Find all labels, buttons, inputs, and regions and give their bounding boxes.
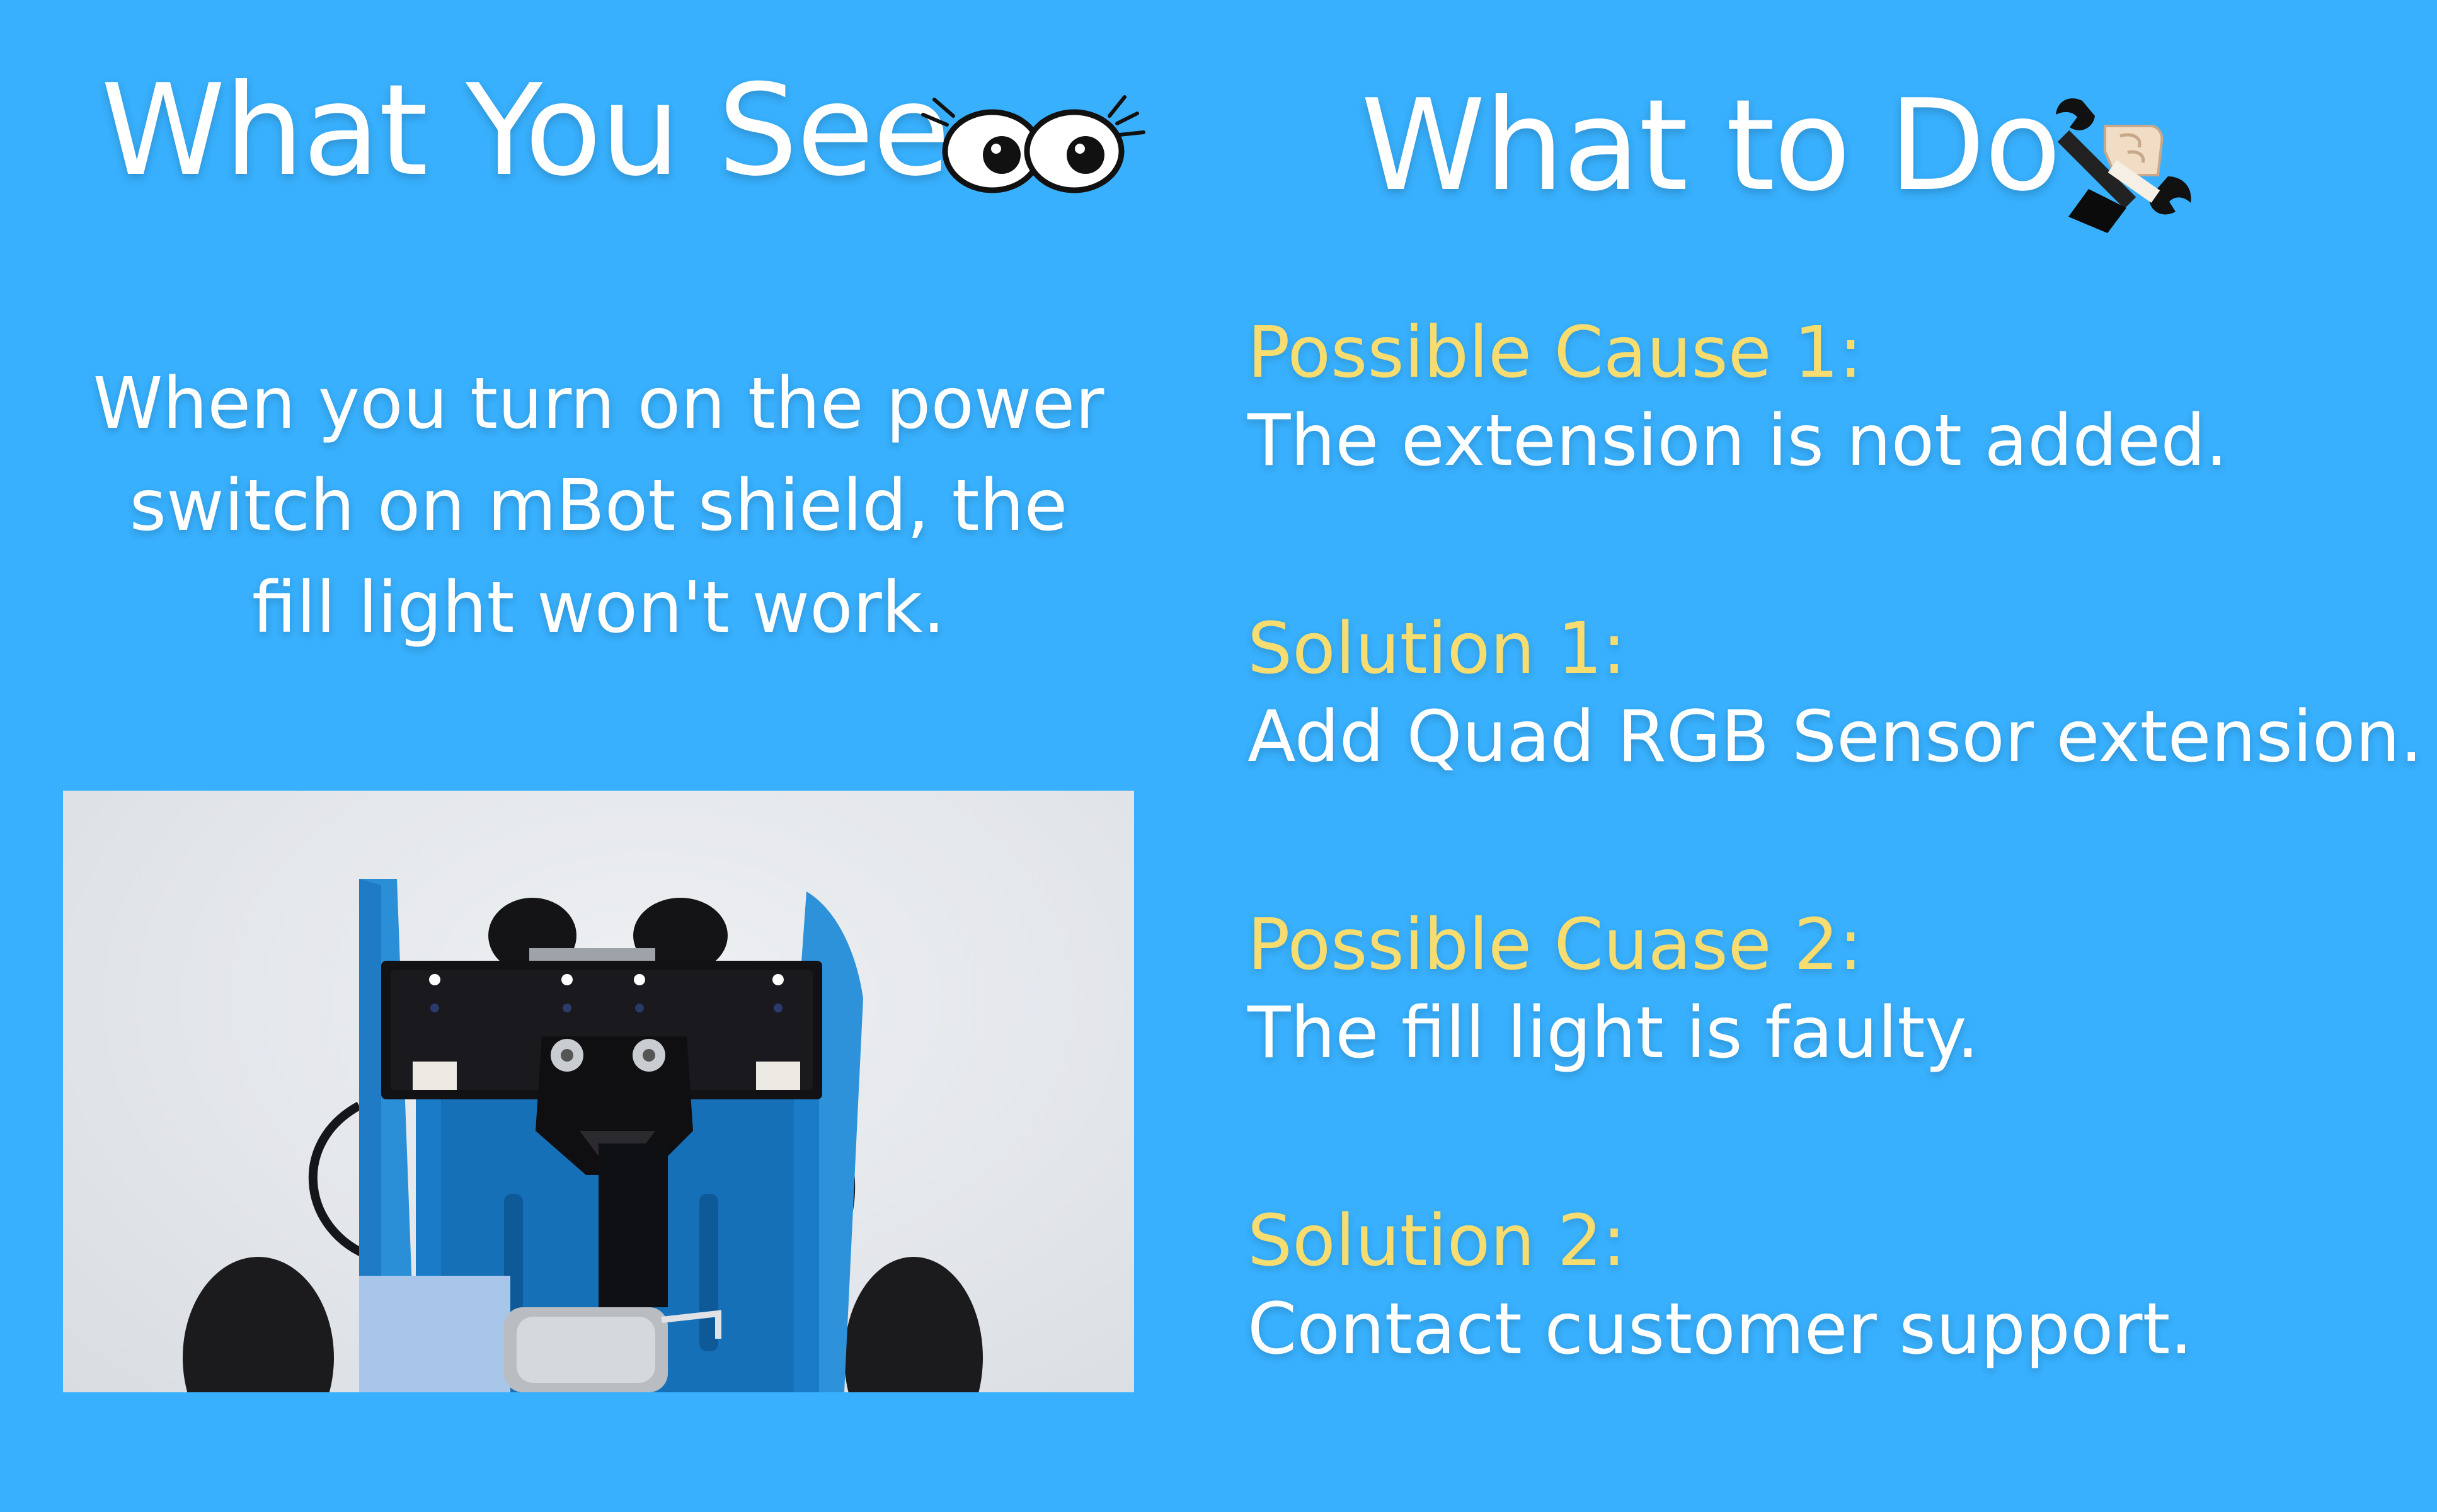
solution-2-block: Solution 2: Contact customer support.	[1247, 1197, 2193, 1373]
solution-1-label: Solution 1:	[1247, 608, 1626, 690]
cause-1-block: Possible Cause 1: The extension is not a…	[1247, 309, 2228, 485]
cause-2-text: The fill light is faulty.	[1247, 992, 1980, 1074]
eyes-icon	[921, 95, 1145, 193]
mbot-fill-light-photo	[63, 791, 1134, 1392]
cause-1-text: The extension is not added.	[1247, 400, 2228, 482]
solution-2-label: Solution 2:	[1247, 1200, 1626, 1282]
solution-1-text: Add Quad RGB Sensor extension.	[1247, 696, 2423, 778]
cause-2-label: Possible Cuase 2:	[1247, 904, 1863, 986]
what-you-see-title: What You See	[101, 57, 950, 204]
problem-description: When you turn on the power switch on mBo…	[93, 363, 1104, 649]
what-to-do-title: What to Do	[1361, 72, 2061, 219]
solution-1-block: Solution 1: Add Quad RGB Sensor extensio…	[1247, 605, 2423, 781]
fist-wrench-icon	[2056, 98, 2191, 233]
solution-2-text: Contact customer support.	[1247, 1288, 2193, 1370]
cause-2-block: Possible Cuase 2: The fill light is faul…	[1247, 901, 1979, 1077]
cause-1-label: Possible Cause 1:	[1247, 312, 1863, 394]
